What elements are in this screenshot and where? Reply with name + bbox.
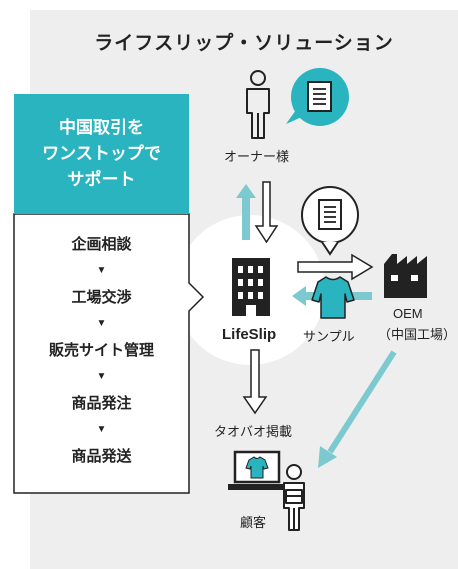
step-list: 企画相談 ▼ 工場交渉 ▼ 販売サイト管理 ▼ 商品発注 ▼ 商品発送 <box>14 231 189 470</box>
step-factory-negotiation: 工場交渉 <box>71 289 132 306</box>
owner-person-icon <box>246 70 270 139</box>
step-arrow: ▼ <box>96 265 107 276</box>
card-heading-line-3: サポート <box>67 170 136 189</box>
step-arrow: ▼ <box>96 424 107 435</box>
card-heading-line-1: 中国取引を <box>59 118 144 137</box>
factory-icon <box>384 254 427 298</box>
document-speech-bubble-icon <box>286 68 349 126</box>
step-ordering: 商品発注 <box>71 395 132 412</box>
owner-label: オーナー様 <box>224 149 290 164</box>
report-up-arrow <box>236 184 256 240</box>
oem-label: OEM <box>393 306 423 321</box>
request-down-arrow <box>254 181 279 244</box>
taobao-listing-label: タオバオ掲載 <box>214 424 293 439</box>
listing-down-arrow <box>242 349 268 415</box>
card-heading: 中国取引を ワンストップで サポート <box>14 94 189 214</box>
lifeslip-building-icon <box>232 258 270 316</box>
step-arrow: ▼ <box>96 318 107 329</box>
card-heading-line-2: ワンストップで <box>42 144 161 163</box>
delivery-diagonal-arrow <box>318 350 397 468</box>
diagram-title: ライフスリップ・ソリューション <box>94 33 394 54</box>
customer-person-icon <box>283 464 305 531</box>
order-right-arrow <box>297 253 374 281</box>
step-sales-site-management: 販売サイト管理 <box>48 342 154 359</box>
step-planning: 企画相談 <box>71 236 132 253</box>
step-shipping: 商品発送 <box>71 448 132 465</box>
sample-label: サンプル <box>303 329 355 344</box>
lifeslip-label: LifeSlip <box>222 326 277 343</box>
customer-label: 顧客 <box>240 515 267 530</box>
shirt-sample-icon <box>311 276 355 319</box>
step-arrow: ▼ <box>96 371 107 382</box>
spec-document-bubble-icon <box>301 186 359 256</box>
oem-sublabel: （中国工場） <box>378 327 457 342</box>
laptop-icon <box>228 450 286 490</box>
